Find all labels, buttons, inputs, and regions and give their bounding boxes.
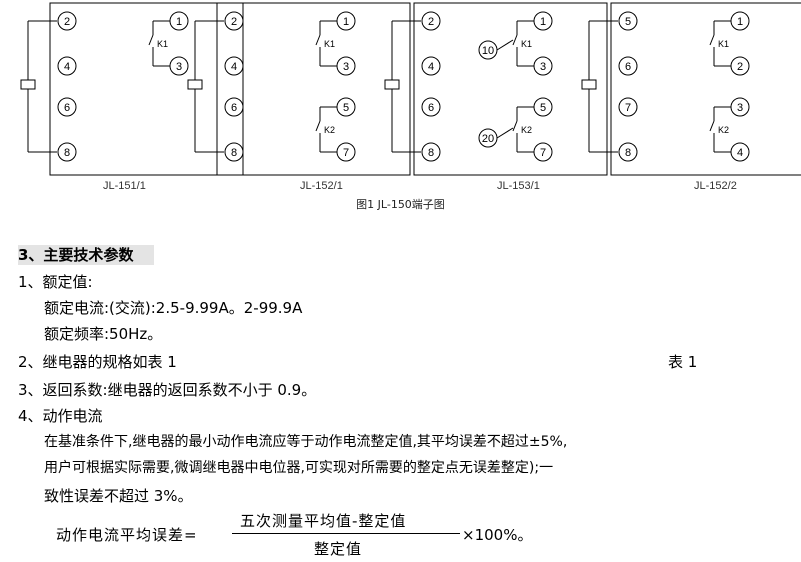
panel-1-right-terminal-1-label: 1: [176, 16, 182, 28]
panel-1-left-terminal-4-label: 8: [64, 147, 70, 159]
panel-4-left-terminal-1: [618, 11, 638, 31]
panel-2-left-terminal-2: [224, 56, 244, 76]
formula-denominator: 整定值: [314, 540, 363, 558]
panel-4-right-terminal-2-label: 2: [737, 61, 743, 73]
panel-2-left-terminal-1: [224, 11, 244, 31]
panel-1-left-terminal-1: [57, 11, 77, 31]
panel-1-left-terminal-3: [57, 97, 77, 117]
panel-4-border: [610, 2, 801, 176]
panel-3-right-terminal-3-label: 5: [540, 102, 546, 114]
item4-paragraph-line2: 用户可根据实际需要,微调继电器中电位器,可实现对所需要的整定点无误差整定);一: [44, 460, 554, 476]
panel-3-left-terminal-1: [421, 11, 441, 31]
panel-3-extra-terminal-10-label: 10: [482, 45, 494, 57]
panel-4-right-terminal-3-label: 3: [737, 102, 743, 114]
panel-4-left-terminal-3-label: 7: [625, 102, 631, 114]
rated-current: 额定电流:(交流):2.5-9.99A。2-99.9A: [44, 299, 303, 317]
panel-1-border: [49, 2, 244, 176]
panel-3-extra-wire-20: [496, 127, 514, 139]
panel-2-right-terminal-3-label: 5: [343, 102, 349, 114]
panel-1-left-terminal-3-label: 6: [64, 102, 70, 114]
panel-2-border: [216, 2, 411, 176]
panel-3-left-terminal-2: [421, 56, 441, 76]
panel-2-coil: [187, 79, 203, 90]
panel-4-left-terminal-4-label: 8: [625, 147, 631, 159]
panel-2-contact-k1-label: K1: [324, 39, 335, 49]
panel-4-left-terminal-2-label: 6: [625, 61, 631, 73]
panel-4-left-terminal-1-label: 5: [625, 16, 631, 28]
panel-1-coil: [20, 79, 36, 90]
panel-4-right-terminal-1-label: 1: [737, 16, 743, 28]
panel-4-left-terminal-4: [618, 142, 638, 162]
panel-3-left-terminal-1-label: 2: [428, 16, 434, 28]
formula-numerator: 五次测量平均值-整定值: [240, 512, 407, 530]
panel-3-contact-k2-label: K2: [521, 125, 532, 135]
panel-caption-3: JL-153/1: [497, 180, 540, 192]
item4-title: 4、动作电流: [18, 407, 103, 425]
formula-rhs: ×100%。: [462, 526, 533, 544]
panel-3-left-terminal-4: [421, 142, 441, 162]
panel-2-left-terminal-4: [224, 142, 244, 162]
rated-frequency: 额定频率:50Hz。: [44, 325, 163, 343]
panel-2-left-terminal-3: [224, 97, 244, 117]
panel-3-right-terminal-4-label: 7: [540, 147, 546, 159]
panel-1-contact-k1-label: K1: [157, 39, 168, 49]
item2-text: 2、继电器的规格如表 1: [18, 353, 177, 371]
fraction-bar: [232, 533, 460, 534]
panel-1-left-terminal-4: [57, 142, 77, 162]
panel-1-left-terminal-2: [57, 56, 77, 76]
panel-2-k1-blade: [315, 34, 321, 46]
item1-title: 1、额定值:: [18, 273, 93, 291]
panel-4-coil: [581, 79, 597, 90]
panel-2-contact-k2-label: K2: [324, 125, 335, 135]
panel-3-extra-wire-10: [496, 39, 514, 51]
formula-lhs: 动作电流平均误差=: [56, 526, 198, 544]
panel-3-left-terminal-3-label: 6: [428, 102, 434, 114]
panel-3-left-terminal-4-label: 8: [428, 147, 434, 159]
panel-2-right-terminal-4-label: 7: [343, 147, 349, 159]
figure-caption: 图1 JL-150端子图: [356, 198, 445, 211]
panel-2-left-terminal-1-label: 2: [231, 16, 237, 28]
panel-3-k1-blade: [512, 34, 518, 46]
panel-1-right-terminal-2-label: 3: [176, 61, 182, 73]
panel-2-k2-blade: [315, 120, 321, 132]
panel-1-k1-blade: [148, 34, 154, 46]
panel-4-k1-blade: [709, 34, 715, 46]
panel-1-left-terminal-2-label: 4: [64, 61, 70, 73]
panel-caption-2: JL-152/1: [300, 180, 343, 192]
item4-paragraph-line1: 在基准条件下,继电器的最小动作电流应等于动作电流整定值,其平均误差不超过±5%,: [44, 434, 568, 450]
panel-3-k2-blade: [512, 120, 518, 132]
panel-2-left-terminal-4-label: 8: [231, 147, 237, 159]
panel-caption-4: JL-152/2: [694, 180, 737, 192]
item4-paragraph-line3: 致性误差不超过 3%。: [44, 487, 193, 505]
panel-1-left-terminal-1-label: 2: [64, 16, 70, 28]
panel-4-left-terminal-3: [618, 97, 638, 117]
panel-4-k2-blade: [709, 120, 715, 132]
panel-4-contact-k1-label: K1: [718, 39, 729, 49]
panel-3-right-terminal-2-label: 3: [540, 61, 546, 73]
panel-2-left-terminal-3-label: 6: [231, 102, 237, 114]
panel-3-left-terminal-2-label: 4: [428, 61, 434, 73]
panel-4-right-terminal-4-label: 4: [737, 147, 743, 159]
panel-4-left-terminal-2: [618, 56, 638, 76]
panel-3-contact-k1-label: K1: [521, 39, 532, 49]
item3-text: 3、返回系数:继电器的返回系数不小于 0.9。: [18, 381, 317, 399]
panel-2-left-terminal-2-label: 4: [231, 61, 237, 73]
table-reference: 表 1: [668, 353, 698, 371]
section-heading: 3、主要技术参数: [18, 245, 154, 265]
panel-3-left-terminal-3: [421, 97, 441, 117]
panel-2-right-terminal-2-label: 3: [343, 61, 349, 73]
panel-3-coil: [384, 79, 400, 90]
panel-2-right-terminal-1-label: 1: [343, 16, 349, 28]
panel-3-right-terminal-1-label: 1: [540, 16, 546, 28]
panel-3-border: [413, 2, 608, 176]
panel-3-extra-terminal-20-label: 20: [482, 133, 494, 145]
panel-caption-1: JL-151/1: [103, 180, 146, 192]
panel-4-contact-k2-label: K2: [718, 125, 729, 135]
